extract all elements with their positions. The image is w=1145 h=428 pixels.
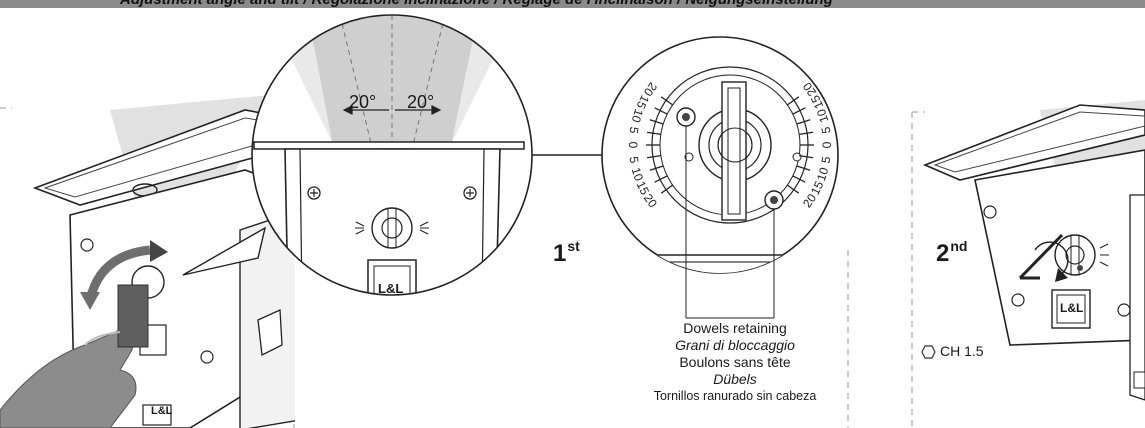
dial-scale-label: 15 [808,179,827,197]
dial-scale-label: 10 [629,166,646,183]
dial-scale-label: 15 [634,179,653,197]
logo-right: L&L [1060,301,1084,315]
dial-tick [654,175,668,183]
right-fixture-illustration [922,100,1145,401]
header-title: Adjustment angle and tilt / Regolazione … [120,0,833,8]
step-second-suffix: nd [950,238,968,254]
dial-tick [649,165,664,171]
dial-scale-label: 5 [627,155,642,164]
angle-right-label: 20° [407,92,435,112]
logo-left: L&L [151,405,173,417]
dowel-caption: Dowels retaining Grani di bloccaggio Bou… [620,320,850,405]
dial-scale-label: 0 [820,141,834,148]
dial-scale-label: 0 [626,142,640,149]
dial-scale-label: 15 [808,93,827,111]
dial-tick [660,184,674,194]
dial-tick [786,96,800,106]
header-bar: Adjustment angle and tilt / Regolazione … [0,0,1145,8]
dial-tick [646,131,661,135]
caption-english: Dowels retaining [683,320,787,336]
left-fixture-illustration [0,95,295,428]
dial-scale-label: 5 [626,126,641,135]
caption-german: Dübels [713,371,757,387]
dial-tick [646,155,661,159]
magnified-view [251,14,533,296]
dial-scale-label: 10 [629,107,646,124]
caption-spanish: Tornillos ranurado sin cabeza [653,389,817,403]
step-first-number: 1 [553,240,567,267]
dial-tick [799,131,814,135]
callout-pointer [182,226,267,276]
dial-scale-label: 10 [814,165,831,182]
step-second-label: 2nd [936,238,968,268]
hex-key-icon [921,345,936,359]
dial-tick [792,175,806,183]
dial-tick [654,107,668,115]
step-first-suffix: st [567,238,580,254]
dial-tick [786,184,800,194]
dial-tick [660,96,674,106]
step-first-label: 1st [553,238,580,268]
angle-left-label: 20° [349,92,377,112]
tool-size-label: CH 1.5 [940,343,984,359]
dial-tick [792,107,806,115]
dial-scale-label: 10 [814,107,831,124]
logo-magnified: L&L [378,281,404,296]
step-second-number: 2 [936,240,950,267]
dial-tick [799,155,814,159]
dial-tick [796,165,811,171]
dial-scale-label: 15 [633,93,652,111]
dial-tick [649,119,664,125]
dial-tick [796,119,811,125]
caption-italian: Grani di bloccaggio [675,337,795,353]
dial-scale-label: 5 [819,126,834,135]
dial-scale-label: 5 [819,155,834,164]
caption-french: Boulons sans tête [679,354,791,370]
